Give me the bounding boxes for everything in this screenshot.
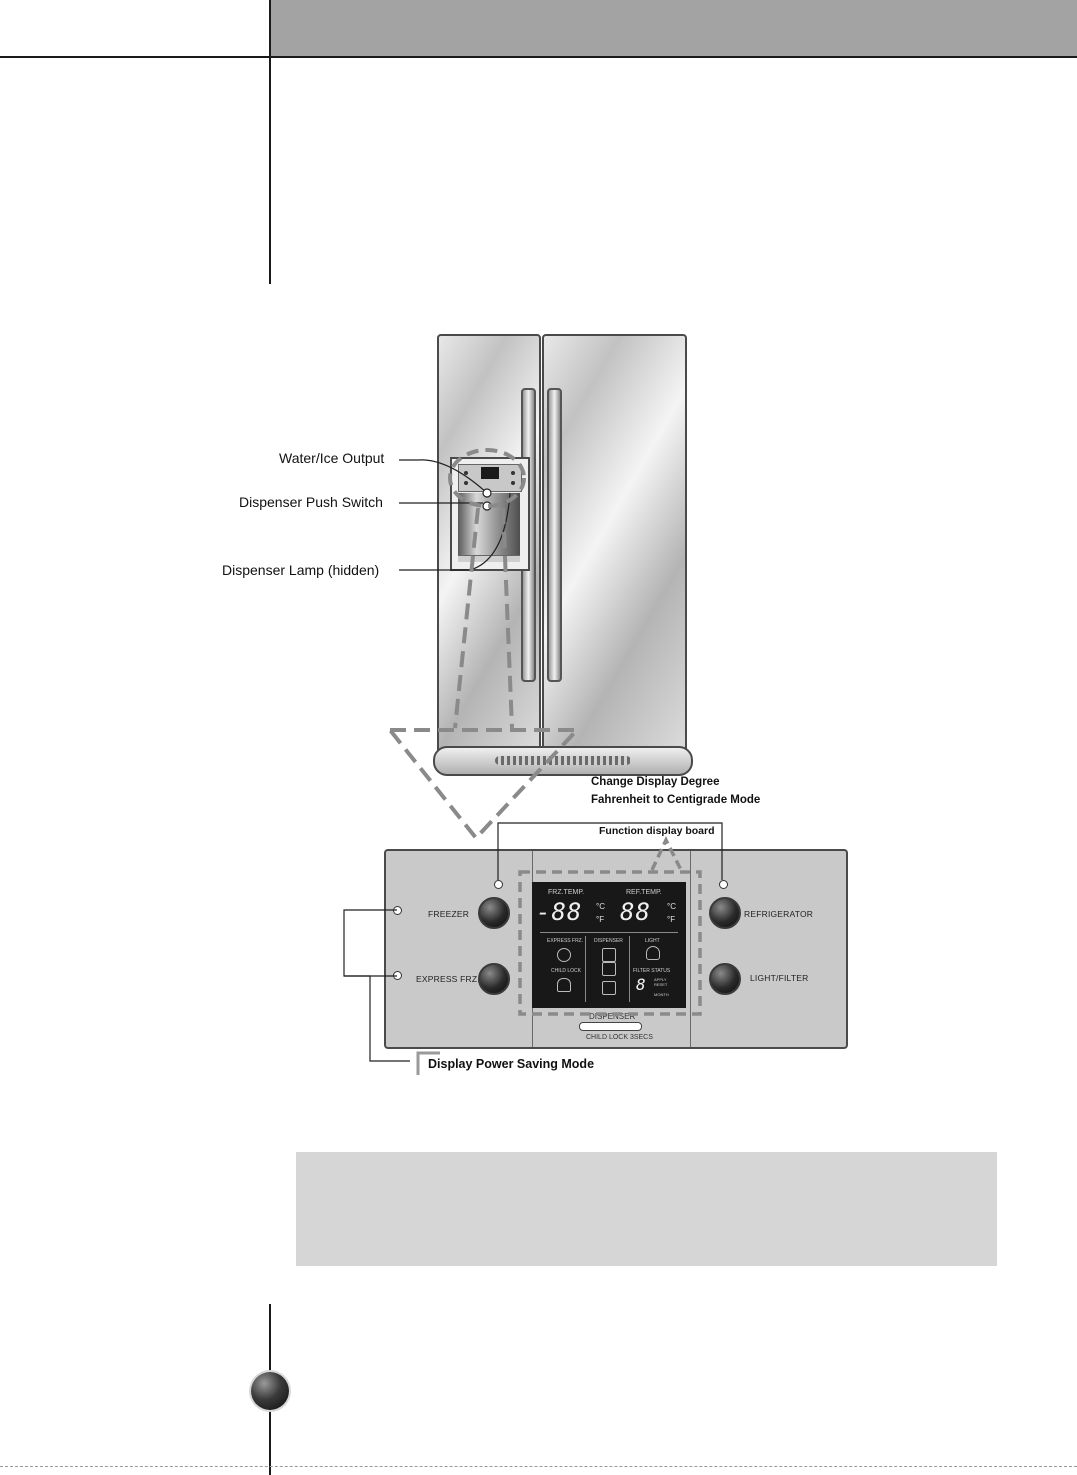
freezer-unit-f: °F <box>596 915 605 924</box>
lock-icon <box>557 978 571 992</box>
mini-button-icon <box>511 471 515 475</box>
water-ice-output-label: Water/Ice Output <box>279 450 385 466</box>
mini-button-icon <box>464 481 468 485</box>
dispenser-lamp-label: Dispenser Lamp (hidden) <box>222 562 380 578</box>
express-frz-button[interactable] <box>478 963 510 995</box>
crushed-ice-cup-icon <box>602 981 616 995</box>
filter-month-readout: 8 <box>636 975 647 994</box>
ref-temp-label: REF.TEMP. <box>626 889 662 896</box>
header-rule <box>0 56 1077 58</box>
apply-reset-label: APPLY RESET <box>654 977 668 987</box>
express-frz-button-label: EXPRESS FRZ. <box>416 974 480 984</box>
dispenser-button-label: DISPENSER <box>589 1012 636 1021</box>
freezer-unit-c: °C <box>596 902 605 911</box>
child-lock-screen-label: CHILD LOCK <box>551 968 582 974</box>
zoom-guide <box>453 507 514 729</box>
function-board-outline <box>518 870 702 1016</box>
month-label: MONTH <box>654 992 669 997</box>
dispenser-mini-display <box>481 467 499 479</box>
fridge-base <box>433 746 693 776</box>
freezer-button-label: FREEZER <box>428 909 470 919</box>
display-power-saving-label: Display Power Saving Mode <box>428 1057 595 1071</box>
refrigerator-button[interactable] <box>709 897 741 929</box>
mini-button-icon <box>464 471 468 475</box>
refrigerator-door <box>542 334 687 756</box>
screen-separator <box>585 936 586 1002</box>
light-filter-button-label: LIGHT/FILTER <box>750 973 809 983</box>
power-saving-leader <box>344 975 410 1062</box>
margin-rule-top <box>269 0 271 284</box>
dispenser-screen-label: DISPENSER <box>594 938 623 944</box>
frz-temp-label: FRZ.TEMP. <box>548 889 585 896</box>
function-display-screen: FRZ.TEMP. REF.TEMP. -88 88 °C °F °C °F E… <box>532 882 686 1008</box>
child-lock-label: CHILD LOCK 3SECS <box>586 1034 653 1041</box>
water-ice-leader <box>399 459 488 494</box>
freezer-button[interactable] <box>478 897 510 929</box>
water-cup-icon <box>602 962 616 976</box>
footer-rule <box>0 1466 1077 1467</box>
header-band <box>270 0 1077 56</box>
fahrenheit-centigrade-label: Fahrenheit to Centigrade Mode <box>591 794 761 806</box>
zoom-circle <box>448 448 526 508</box>
refrigerator-handle <box>547 388 562 682</box>
refrigerator-button-label: REFRIGERATOR <box>744 909 814 919</box>
freezer-top-led <box>494 880 503 889</box>
change-degree-bracket <box>497 822 723 880</box>
power-saving-mark <box>416 1051 440 1075</box>
express-frz-screen-label: EXPRESS FRZ. <box>547 938 584 944</box>
ice-cup-icon <box>602 948 616 962</box>
power-saving-bracket <box>343 909 397 977</box>
panel-divider <box>690 851 691 1047</box>
screen-separator <box>540 932 678 933</box>
light-filter-button[interactable] <box>709 963 741 995</box>
screen-separator <box>629 936 630 1002</box>
dispenser-push-switch-label: Dispenser Push Switch <box>239 494 383 510</box>
light-bulb-icon <box>646 946 660 960</box>
water-ice-point-icon <box>482 488 492 498</box>
snowflake-icon <box>557 948 571 962</box>
light-screen-label: LIGHT <box>645 938 660 944</box>
mini-button-icon <box>511 481 515 485</box>
base-grill <box>495 756 631 765</box>
zoom-triangle <box>385 728 582 842</box>
dispenser-select-button[interactable] <box>579 1022 642 1031</box>
page-bullet-icon <box>251 1372 289 1410</box>
freezer-temp-readout: -88 <box>536 898 583 926</box>
refrigerator-top-led <box>719 880 728 889</box>
refrigerator-unit-f: °F <box>667 915 676 924</box>
function-board-pointer <box>650 835 683 871</box>
filter-status-screen-label: FILTER STATUS <box>633 968 671 974</box>
note-box <box>296 1152 997 1266</box>
refrigerator-unit-c: °C <box>667 902 676 911</box>
function-display-board-label: Function display board <box>599 825 715 837</box>
change-display-degree-label: Change Display Degree <box>591 776 720 788</box>
refrigerator-temp-readout: 88 <box>620 898 651 926</box>
